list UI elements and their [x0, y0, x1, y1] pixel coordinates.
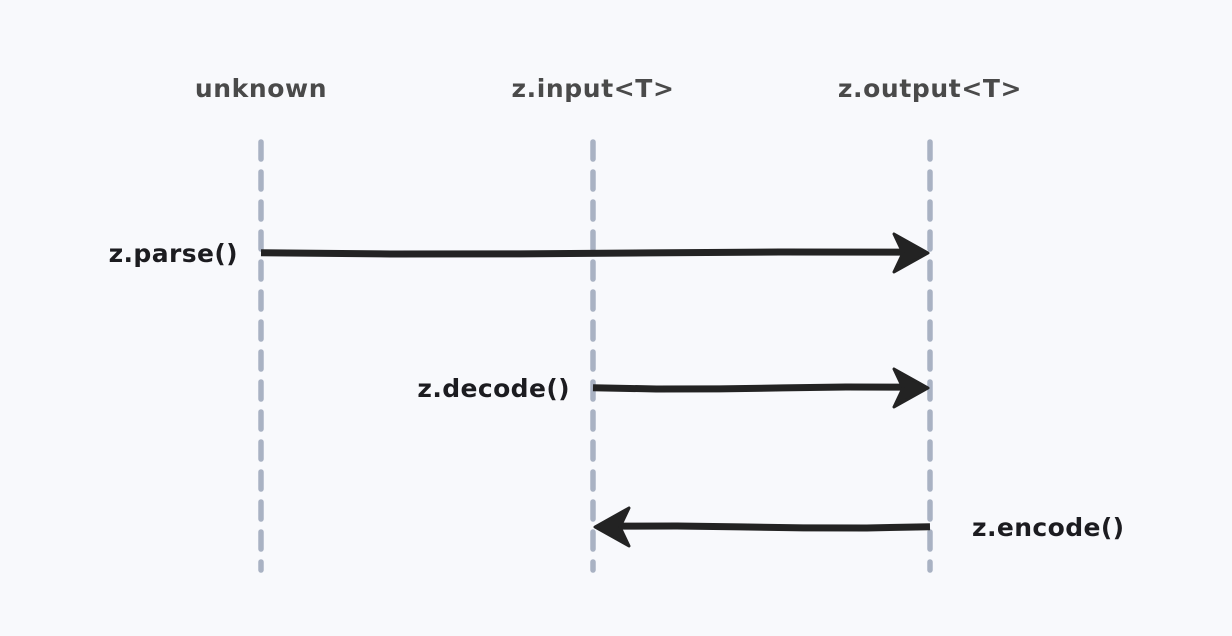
participant-label-group: unknown z.input<T> z.output<T> [195, 74, 1022, 103]
message-line-decode [592, 383, 910, 393]
message-arrowhead-parse [892, 232, 930, 274]
participant-label-z-output: z.output<T> [838, 74, 1022, 103]
message-encode: z.encode() [593, 506, 1125, 548]
message-line-parse [260, 248, 910, 258]
message-label-encode: z.encode() [972, 513, 1125, 542]
message-group: z.parse() z.decode() z.encode() [109, 232, 1125, 548]
message-arrowhead-encode [593, 506, 631, 548]
message-arrowhead-decode [892, 367, 930, 409]
lifeline-group [258, 139, 933, 573]
message-label-decode: z.decode() [417, 374, 570, 403]
message-line-encode [613, 522, 931, 532]
participant-label-unknown: unknown [195, 74, 327, 103]
message-decode: z.decode() [417, 367, 930, 409]
participant-label-z-input: z.input<T> [511, 74, 674, 103]
message-parse: z.parse() [109, 232, 930, 274]
message-label-parse: z.parse() [109, 239, 238, 268]
